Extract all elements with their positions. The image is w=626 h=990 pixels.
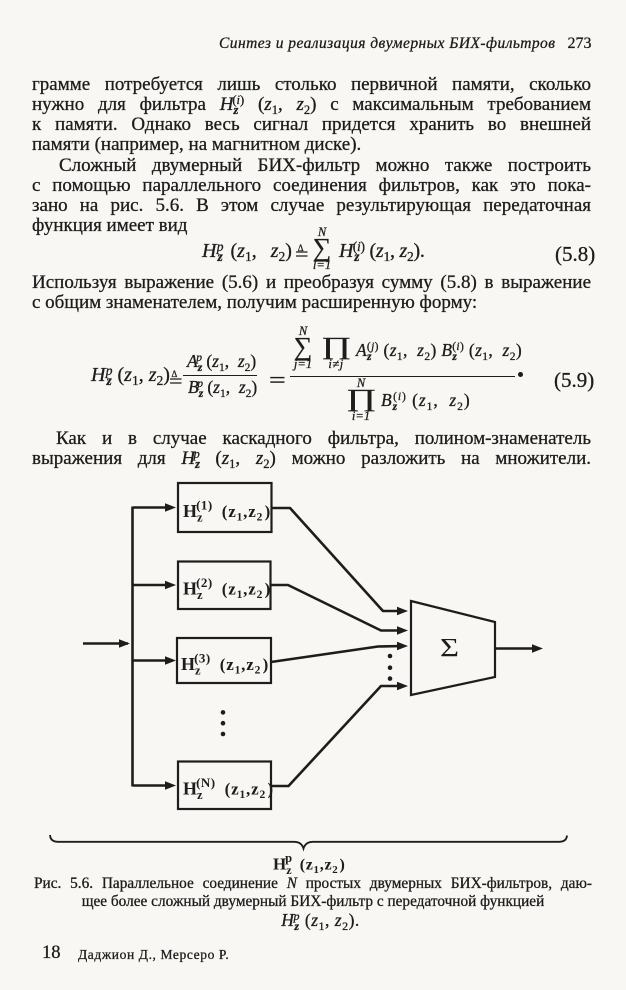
svg-text:Hzp (z1,z2): Hzp (z1,z2): [273, 851, 345, 877]
svg-text:Hz(1) (z1,z2): Hz(1) (z1,z2): [183, 498, 270, 525]
svg-text:Hz(2) (z1,z2): Hz(2) (z1,z2): [183, 575, 270, 602]
svg-text:Hz(3) (z1,z2): Hz(3) (z1,z2): [181, 651, 268, 678]
svg-text:Σ: Σ: [440, 634, 459, 663]
svg-text:Hz(N) (z1,z2): Hz(N) (z1,z2): [183, 775, 273, 802]
